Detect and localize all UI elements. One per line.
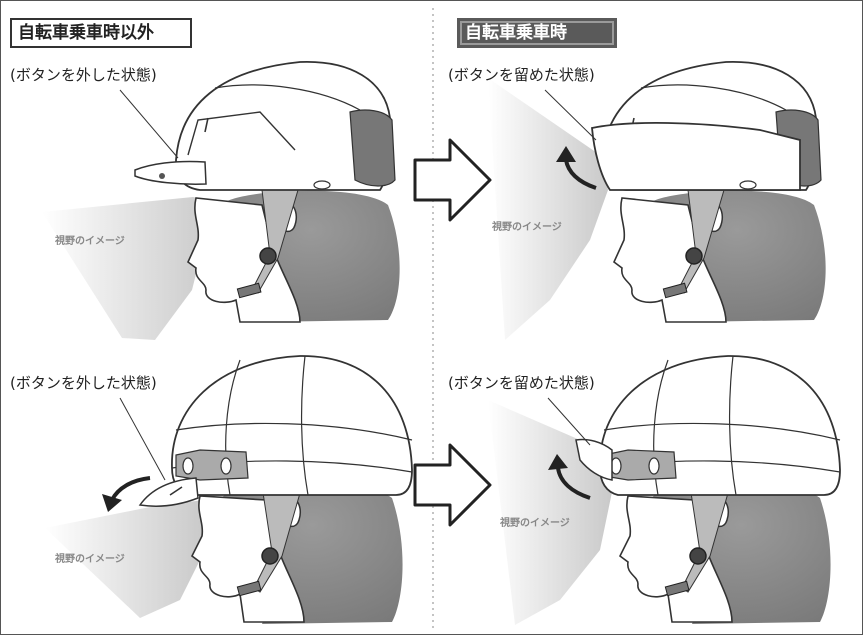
face [190, 495, 305, 623]
panel-title-riding: 自転車乗車時 [457, 18, 617, 48]
strip-button [182, 457, 194, 475]
strap-clip [664, 580, 690, 597]
caption-bottom-right: (ボタンを留めた状態) [448, 374, 595, 392]
fold-down-arrow-icon [110, 476, 151, 502]
helmet-button [739, 180, 757, 190]
caption-top-left: (ボタンを外した状態) [10, 66, 157, 84]
view-label-top-left: 視野のイメージ [55, 236, 125, 247]
panel-title-not-riding: 自転車乗車時以外 [10, 18, 192, 48]
button-strip [175, 449, 249, 481]
strip-button [220, 457, 232, 475]
helmet-button [313, 180, 331, 190]
fold-up-arrow-icon [564, 159, 597, 190]
helmet-seam-top [214, 84, 361, 111]
helmet-panel-line [603, 422, 841, 441]
face [618, 495, 733, 623]
fold-down-arrowhead [102, 494, 122, 512]
helmet-vent [204, 117, 209, 133]
helmet-panel-line [653, 359, 669, 496]
helmet-brim-folded [591, 122, 801, 191]
view-cone [488, 400, 612, 625]
top-right-figure [488, 61, 826, 340]
face [187, 197, 301, 323]
strap-clip [662, 282, 688, 299]
view-cone [42, 197, 214, 340]
fold-up-arrowhead [556, 146, 576, 162]
helmet-panel-line [300, 355, 309, 496]
helmet-brim-folded [575, 438, 613, 481]
caption-leader [119, 397, 166, 481]
helmet-shell [175, 61, 392, 191]
strap-buckle [685, 247, 703, 265]
view-cone [45, 500, 205, 618]
view-label-bottom-left: 視野のイメージ [55, 554, 125, 565]
strap-buckle [259, 247, 277, 265]
bottom-left-figure [45, 355, 413, 624]
helmet-side-pad [349, 109, 396, 187]
arrow-right-icon [413, 138, 492, 222]
caption-bottom-left: (ボタンを外した状態) [10, 374, 157, 392]
view-label-bottom-right: 視野のイメージ [500, 518, 570, 529]
helmet-brim [134, 160, 207, 185]
strip-button [648, 457, 660, 475]
caption-top-right: (ボタンを留めた状態) [448, 66, 595, 84]
fold-up-arrow-icon [556, 467, 591, 500]
strap-clip [236, 580, 262, 597]
top-left-figure [42, 61, 400, 340]
caption-leader [544, 89, 597, 141]
brim-slot [169, 486, 183, 496]
caption-leader [547, 397, 591, 446]
helmet-panel-line [175, 422, 413, 441]
helmet-seam [187, 111, 296, 156]
helmet-seam-top [640, 84, 787, 111]
view-label-top-right: 視野のイメージ [492, 222, 562, 233]
caption-leader [119, 89, 179, 159]
fold-up-arrowhead [548, 454, 568, 470]
helmet-brim-lowered [138, 477, 199, 507]
view-cone [488, 78, 608, 340]
strap-clip [236, 282, 262, 299]
brim-button [159, 173, 165, 179]
helmet-panel-line [225, 359, 241, 496]
helmet-panel-line [728, 355, 737, 496]
face [613, 197, 727, 323]
arrow-right-icon [413, 443, 492, 527]
strap-buckle [689, 547, 707, 565]
bottom-right-figure [488, 355, 841, 625]
strap-buckle [261, 547, 279, 565]
